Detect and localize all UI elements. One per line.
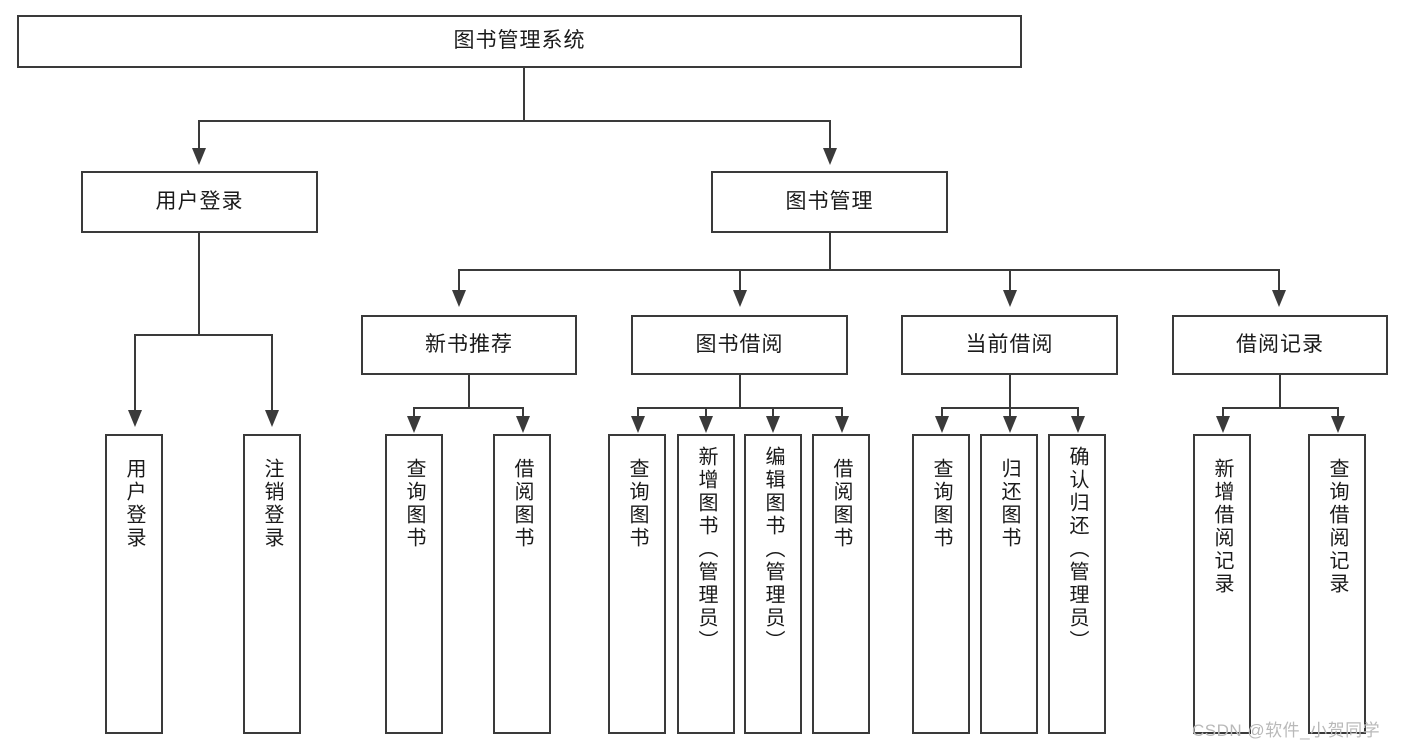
connector-bb-drop-4	[841, 407, 843, 416]
connector-cb-drop-1	[941, 407, 943, 416]
arrowhead-leaf-borrow-book-1	[516, 416, 530, 433]
connector-book-management-bus	[458, 269, 1279, 271]
arrowhead-leaf-confirm-return	[1071, 416, 1085, 433]
arrowhead-leaf-user-login	[128, 410, 142, 427]
leaf-borrow-book-borrow[interactable]: 借阅图书	[812, 434, 870, 734]
leaf-add-borrow-record[interactable]: 新增借阅记录	[1193, 434, 1251, 734]
node-label: 查询图书	[403, 458, 425, 550]
arrowhead-leaf-query-book-3	[935, 416, 949, 433]
arrowhead-borrow-record	[1272, 290, 1286, 307]
leaf-query-book-new-recommend[interactable]: 查询图书	[385, 434, 443, 734]
node-label: 确认归还（管理员）	[1066, 446, 1088, 653]
leaf-user-login[interactable]: 用户登录	[105, 434, 163, 734]
node-label: 借阅图书	[830, 458, 852, 550]
node-label: 图书借阅	[695, 332, 784, 356]
arrowhead-leaf-user-logout	[265, 410, 279, 427]
arrowhead-book-management	[823, 148, 837, 165]
node-label: 借阅图书	[511, 458, 533, 550]
node-label: 图书管理系统	[453, 29, 586, 53]
node-label: 查询图书	[626, 458, 648, 550]
arrowhead-leaf-query-record	[1331, 416, 1345, 433]
connector-nb-drop-2	[522, 407, 524, 416]
connector-user-login-stem	[198, 233, 200, 335]
node-user-login[interactable]: 用户登录	[81, 171, 318, 233]
connector-borrow-record-bus	[1222, 407, 1338, 409]
connector-bb-drop-2	[705, 407, 707, 416]
leaf-borrow-book-new-recommend[interactable]: 借阅图书	[493, 434, 551, 734]
node-label: 新书推荐	[425, 332, 513, 356]
node-label: 编辑图书（管理员）	[762, 446, 784, 653]
connector-bm-drop-1	[458, 269, 460, 290]
leaf-return-book[interactable]: 归还图书	[980, 434, 1038, 734]
connector-current-borrow-stem	[1009, 375, 1011, 408]
arrowhead-leaf-borrow-book-2	[835, 416, 849, 433]
leaf-edit-book-admin[interactable]: 编辑图书（管理员）	[744, 434, 802, 734]
connector-bb-drop-3	[772, 407, 774, 416]
connector-bm-drop-3	[1009, 269, 1011, 290]
connector-user-login-drop-1	[134, 334, 136, 410]
node-current-borrow[interactable]: 当前借阅	[901, 315, 1118, 375]
connector-new-book-bus	[413, 407, 523, 409]
connector-book-borrow-stem	[739, 375, 741, 408]
arrowhead-leaf-query-book-2	[631, 416, 645, 433]
connector-bb-drop-1	[637, 407, 639, 416]
node-label: 新增借阅记录	[1211, 458, 1233, 596]
connector-bm-drop-2	[739, 269, 741, 290]
node-label: 注销登录	[261, 458, 283, 550]
arrowhead-leaf-add-record	[1216, 416, 1230, 433]
leaf-user-logout[interactable]: 注销登录	[243, 434, 301, 734]
arrowhead-book-borrow	[733, 290, 747, 307]
connector-cb-drop-3	[1077, 407, 1079, 416]
connector-book-borrow-bus	[637, 407, 842, 409]
node-root-book-management-system[interactable]: 图书管理系统	[17, 15, 1022, 68]
node-label: 图书管理	[785, 189, 874, 213]
arrowhead-new-book-recommend	[452, 290, 466, 307]
arrowhead-current-borrow	[1003, 290, 1017, 307]
node-book-borrow[interactable]: 图书借阅	[631, 315, 848, 375]
leaf-confirm-return-admin[interactable]: 确认归还（管理员）	[1048, 434, 1106, 734]
connector-br-drop-1	[1222, 407, 1224, 416]
connector-br-drop-2	[1337, 407, 1339, 416]
node-label: 归还图书	[998, 458, 1020, 550]
arrowhead-user-login	[192, 148, 206, 165]
node-book-management[interactable]: 图书管理	[711, 171, 948, 233]
connector-nb-drop-1	[413, 407, 415, 416]
node-label: 借阅记录	[1236, 332, 1324, 356]
connector-borrow-record-stem	[1279, 375, 1281, 408]
leaf-query-book-current[interactable]: 查询图书	[912, 434, 970, 734]
node-label: 用户登录	[155, 189, 244, 213]
leaf-query-borrow-record[interactable]: 查询借阅记录	[1308, 434, 1366, 734]
connector-root-to-book-management	[829, 120, 831, 148]
connector-bm-drop-4	[1278, 269, 1280, 290]
node-borrow-record[interactable]: 借阅记录	[1172, 315, 1388, 375]
connector-user-login-bus	[134, 334, 272, 336]
connector-user-login-drop-2	[271, 334, 273, 410]
leaf-add-book-admin[interactable]: 新增图书（管理员）	[677, 434, 735, 734]
node-label: 当前借阅	[965, 332, 1054, 356]
node-new-book-recommend[interactable]: 新书推荐	[361, 315, 577, 375]
arrowhead-leaf-query-book-1	[407, 416, 421, 433]
arrowhead-leaf-edit-book	[766, 416, 780, 433]
node-label: 用户登录	[123, 458, 145, 550]
connector-book-management-stem	[829, 233, 831, 270]
node-label: 新增图书（管理员）	[695, 446, 717, 653]
connector-new-book-stem	[468, 375, 470, 408]
connector-root-stem	[523, 68, 525, 121]
arrowhead-leaf-add-book	[699, 416, 713, 433]
arrowhead-leaf-return-book	[1003, 416, 1017, 433]
node-label: 查询借阅记录	[1326, 458, 1348, 596]
node-label: 查询图书	[930, 458, 952, 550]
connector-root-to-user-login	[198, 120, 200, 148]
connector-cb-drop-2	[1009, 407, 1011, 416]
connector-root-bus	[198, 120, 830, 122]
leaf-query-book-borrow[interactable]: 查询图书	[608, 434, 666, 734]
